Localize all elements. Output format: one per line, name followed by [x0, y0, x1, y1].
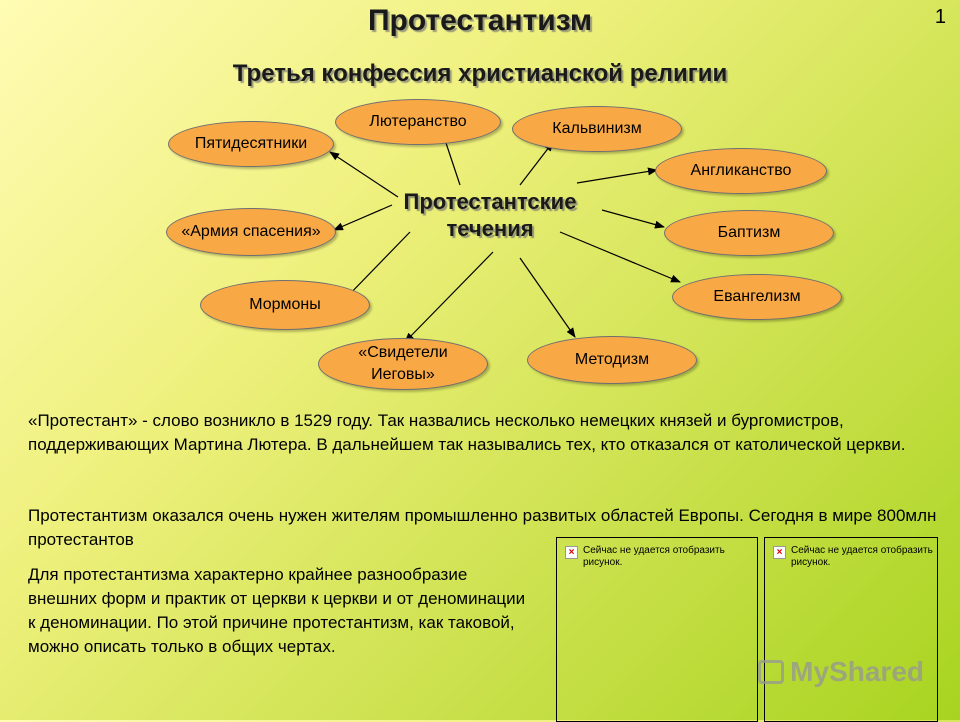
arrow-methodism: [519, 257, 576, 338]
broken-image-message: Сейчас не удается отобразить рисунок.: [583, 545, 725, 568]
node-anglicanism: Англиканство: [655, 148, 827, 194]
watermark-logo-icon: [758, 660, 785, 684]
diagram-center-label: Протестантские течения: [380, 188, 600, 242]
node-label: «Свидетели Иеговы»: [358, 342, 447, 386]
center-label-line2: течения: [446, 216, 534, 241]
node-label: Мормоны: [249, 296, 321, 313]
node-calvinism: Кальвинизм: [512, 106, 682, 152]
node-label: Методизм: [574, 351, 650, 368]
arrow-baptism: [601, 209, 665, 229]
node-methodism: Методизм: [527, 336, 697, 384]
node-label: «Армия спасения»: [181, 223, 321, 240]
arrow-anglicanism: [576, 167, 658, 184]
watermark-text: MyShared: [790, 656, 924, 687]
broken-image-placeholder: × Сейчас не удается отобразить рисунок.: [556, 537, 758, 722]
arrow-jehovah: [404, 251, 494, 343]
slide-title: Протестантизм: [367, 4, 593, 37]
broken-image-icon: ×: [565, 546, 578, 559]
slide-subtitle: Третья конфессия христианской религии: [232, 60, 728, 87]
node-lutheranism: Лютеранство: [335, 99, 501, 145]
node-baptism: Баптизм: [664, 210, 834, 256]
node-label: Англиканство: [690, 162, 792, 179]
paragraph-origin: «Протестант» - слово возникло в 1529 год…: [28, 411, 906, 454]
node-label: Евангелизм: [713, 288, 801, 305]
broken-image-placeholder: × Сейчас не удается отобразить рисунок.: [764, 537, 938, 722]
node-salvation-army: «Армия спасения»: [166, 208, 336, 256]
broken-image-message: Сейчас не удается отобразить рисунок.: [791, 545, 933, 568]
node-mormons: Мормоны: [200, 280, 370, 330]
page-number: 1: [934, 6, 946, 28]
node-jehovah: «Свидетели Иеговы»: [318, 338, 488, 390]
node-pentecostals: Пятидесятники: [168, 121, 334, 167]
paragraph-diversity: Для протестантизма характерно крайнее ра…: [28, 565, 526, 656]
node-label-line1: «Свидетели: [358, 344, 448, 361]
paragraph-spread: Протестантизм оказался очень нужен жител…: [28, 506, 937, 549]
node-label-line2: Иеговы»: [371, 366, 435, 383]
arrow-calvinism: [519, 141, 554, 186]
node-label: Лютеранство: [369, 113, 467, 130]
node-label: Баптизм: [717, 224, 781, 241]
watermark: MyShared: [758, 656, 924, 688]
center-label-line1: Протестантские: [403, 189, 577, 214]
node-label: Кальвинизм: [552, 120, 642, 137]
node-evangelism: Евангелизм: [672, 274, 842, 320]
node-label: Пятидесятники: [194, 135, 308, 152]
broken-image-icon: ×: [773, 546, 786, 559]
